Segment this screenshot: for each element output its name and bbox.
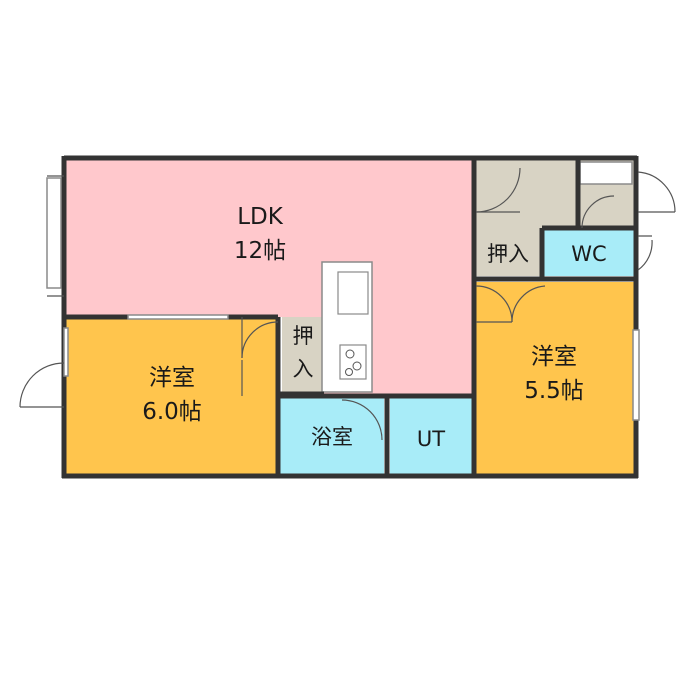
closet-left-floor <box>282 317 322 392</box>
closet-right-floor <box>474 228 542 276</box>
western-room-right-size: 5.5帖 <box>524 378 584 404</box>
bathroom-label: 浴室 <box>311 425 353 449</box>
closet-right-label: 押入 <box>487 242 529 266</box>
western-room-left-floor <box>66 317 276 475</box>
bathroom-floor <box>280 397 384 475</box>
ldk-label: LDK <box>237 204 284 230</box>
ut-floor <box>390 397 474 475</box>
ldk-floor <box>66 160 474 317</box>
closet-left-label-bottom: 入 <box>293 357 314 381</box>
ut-label: UT <box>417 427 445 451</box>
shoe-cabinet <box>579 161 633 185</box>
ldk-size: 12帖 <box>234 238 286 264</box>
wc-floor <box>544 230 634 276</box>
western-room-left-label: 洋室 <box>149 365 195 391</box>
kitchen-counter <box>321 261 373 393</box>
walls <box>61 155 639 479</box>
windows <box>46 177 640 421</box>
right-room-window <box>632 329 640 421</box>
wc-label: WC <box>571 242 606 266</box>
doors <box>19 167 676 441</box>
western-room-right-label: 洋室 <box>531 344 577 370</box>
closet-left-label-top: 押 <box>293 324 314 348</box>
western-room-right-floor <box>476 282 634 475</box>
ldk-interior-window-1 <box>127 314 229 320</box>
western-room-left-size: 6.0帖 <box>142 399 202 425</box>
left-room-window <box>63 327 69 377</box>
ldk-window <box>46 177 62 289</box>
